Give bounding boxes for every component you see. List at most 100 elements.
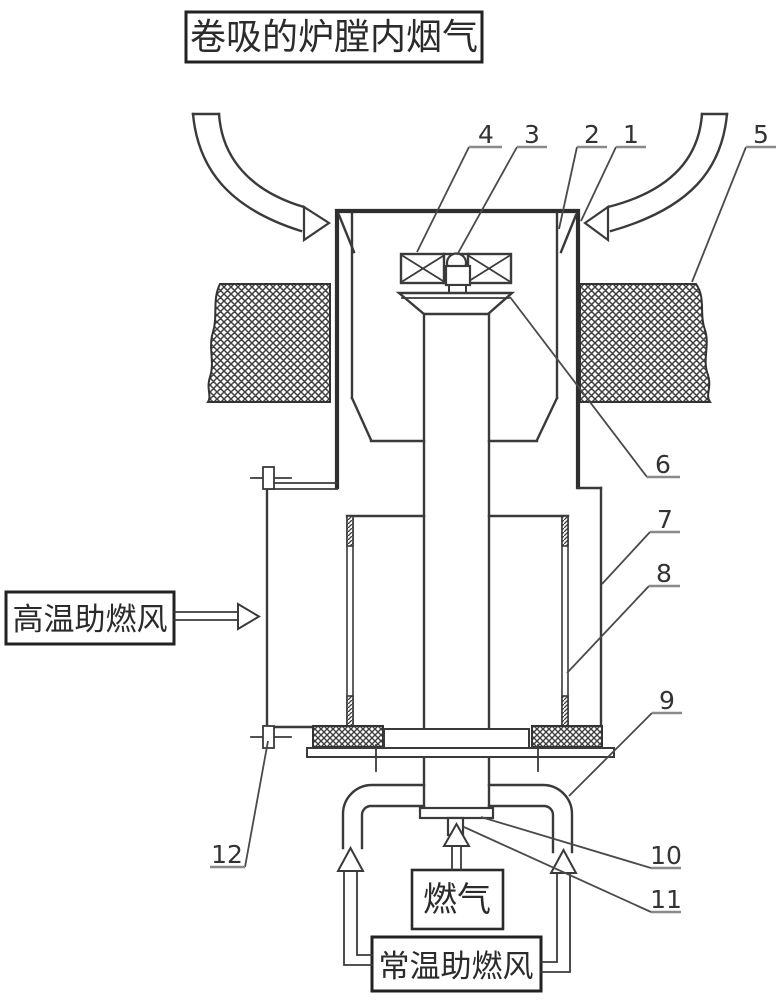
- callout-8: 8: [566, 559, 680, 674]
- cold-air-duct-left: [343, 870, 373, 966]
- arrow-outer-arc: [609, 112, 729, 233]
- leader-line: [480, 816, 652, 869]
- flange-packing-right: [531, 725, 603, 748]
- gas-box-border: [410, 868, 505, 931]
- refractory-block: [579, 283, 712, 403]
- entrained-flue-arrow-left: [191, 112, 331, 243]
- cold-air-label: 常温助燃风: [379, 949, 534, 985]
- sleeve-seal-right-bottom: [561, 695, 569, 727]
- callout-5: 5: [691, 120, 776, 283]
- elbow-outer: [487, 783, 574, 854]
- sleeve-seal-right-top: [561, 515, 569, 547]
- callout-number: 3: [524, 120, 540, 149]
- leader-line: [244, 740, 269, 868]
- elbow-inner: [487, 804, 555, 854]
- refractory-block: [206, 283, 331, 403]
- callout-number: 4: [478, 120, 494, 149]
- gas-arrow-shaft: [451, 845, 462, 871]
- callout-number: 5: [753, 120, 769, 149]
- furnace-wall-right: [579, 283, 712, 403]
- leader-line: [558, 146, 578, 230]
- cold-air-arrow-head-right: [549, 847, 578, 874]
- flue-gas-label: 卷吸的炉膛内烟气: [190, 17, 478, 58]
- sleeve-wall-right: [561, 515, 569, 727]
- elbow-left: [341, 783, 426, 850]
- callout-number: 7: [657, 505, 673, 534]
- flare-cone: [395, 291, 516, 316]
- callout-number: 1: [623, 120, 639, 149]
- gas-arrow-head: [442, 821, 471, 847]
- callouts: 1 2 3 4 5 6 7: [210, 120, 776, 914]
- callout-number: 8: [656, 559, 672, 588]
- callout-1: 1: [580, 120, 646, 222]
- arrow-head: [583, 204, 610, 243]
- leader-line: [601, 531, 651, 585]
- cold-air-system: 常温助燃风: [336, 845, 578, 993]
- furnace-wall-left: [206, 283, 331, 403]
- sleeve-seal-left-top: [346, 515, 354, 547]
- bolt-body: [262, 725, 275, 749]
- callout-number: 6: [655, 450, 671, 479]
- swirler-blade-cross: [401, 254, 511, 283]
- callout-10: 10: [480, 816, 682, 870]
- leader-line: [566, 585, 650, 674]
- callout-2: 2: [558, 120, 607, 230]
- callout-3: 3: [456, 120, 547, 256]
- swirler: [395, 252, 516, 316]
- leader-line: [568, 712, 653, 797]
- callout-number: 12: [211, 840, 243, 869]
- flue-gas-label-box: 卷吸的炉膛内烟气: [184, 10, 484, 64]
- cold-air-arrow-head-left: [336, 845, 365, 872]
- hot-air-label: 高温助燃风: [13, 602, 168, 638]
- leader-line: [456, 146, 518, 256]
- cold-air-duct-right: [540, 872, 571, 973]
- base-plate: [306, 747, 615, 758]
- pipe-walls: [422, 312, 491, 808]
- funnel-slant-right: [535, 396, 559, 442]
- callout-6: 6: [509, 296, 680, 479]
- arrow-inner-arc: [217, 112, 306, 209]
- gas-inlet: 燃气: [410, 821, 505, 931]
- elbow-inner: [360, 804, 426, 850]
- leader-line: [580, 146, 617, 222]
- base-block: [383, 728, 530, 749]
- leader-line: [463, 826, 652, 913]
- callout-11: 11: [463, 826, 682, 914]
- corner-vane-left: [337, 213, 356, 254]
- arrow-outer-arc: [191, 112, 303, 233]
- hot-air-inlet: 高温助燃风: [4, 590, 261, 646]
- arrow-head: [302, 204, 331, 243]
- bolt-body: [262, 466, 275, 490]
- casing-outline: [334, 208, 581, 490]
- leader-line: [509, 296, 648, 478]
- hot-air-arrow-shaft: [173, 611, 239, 621]
- leader-line: [691, 146, 747, 283]
- sleeve-seal-left-bottom: [346, 695, 354, 727]
- hub-column: [444, 264, 472, 287]
- casing-step-left: [266, 482, 338, 490]
- flange-bolt-bottom: [250, 725, 292, 749]
- elbow-outer: [341, 783, 426, 850]
- air-chamber: [250, 466, 603, 750]
- callout-number: 10: [650, 841, 682, 870]
- inner-sleeve: [345, 514, 570, 727]
- center-pipe: [418, 312, 495, 837]
- entrained-flue-arrow-right: [583, 112, 729, 243]
- burner-casing: [266, 208, 603, 490]
- arrow-inner-arc: [606, 112, 704, 209]
- gas-label: 燃气: [423, 880, 491, 920]
- sleeve-wall-left: [346, 515, 354, 727]
- callout-9: 9: [568, 686, 682, 797]
- corner-vane-right: [559, 213, 578, 254]
- flange-bolt-top: [250, 466, 292, 490]
- callout-number: 2: [584, 120, 600, 149]
- callout-4: 4: [416, 120, 502, 253]
- callout-12: 12: [210, 740, 269, 869]
- callout-7: 7: [601, 505, 680, 585]
- base-plate-bolt-marks: [359, 744, 555, 772]
- hot-air-arrow-head: [237, 602, 261, 631]
- elbow-right: [487, 783, 574, 854]
- bottom-flange: [306, 725, 615, 772]
- flue-gas-box-border: [184, 10, 484, 64]
